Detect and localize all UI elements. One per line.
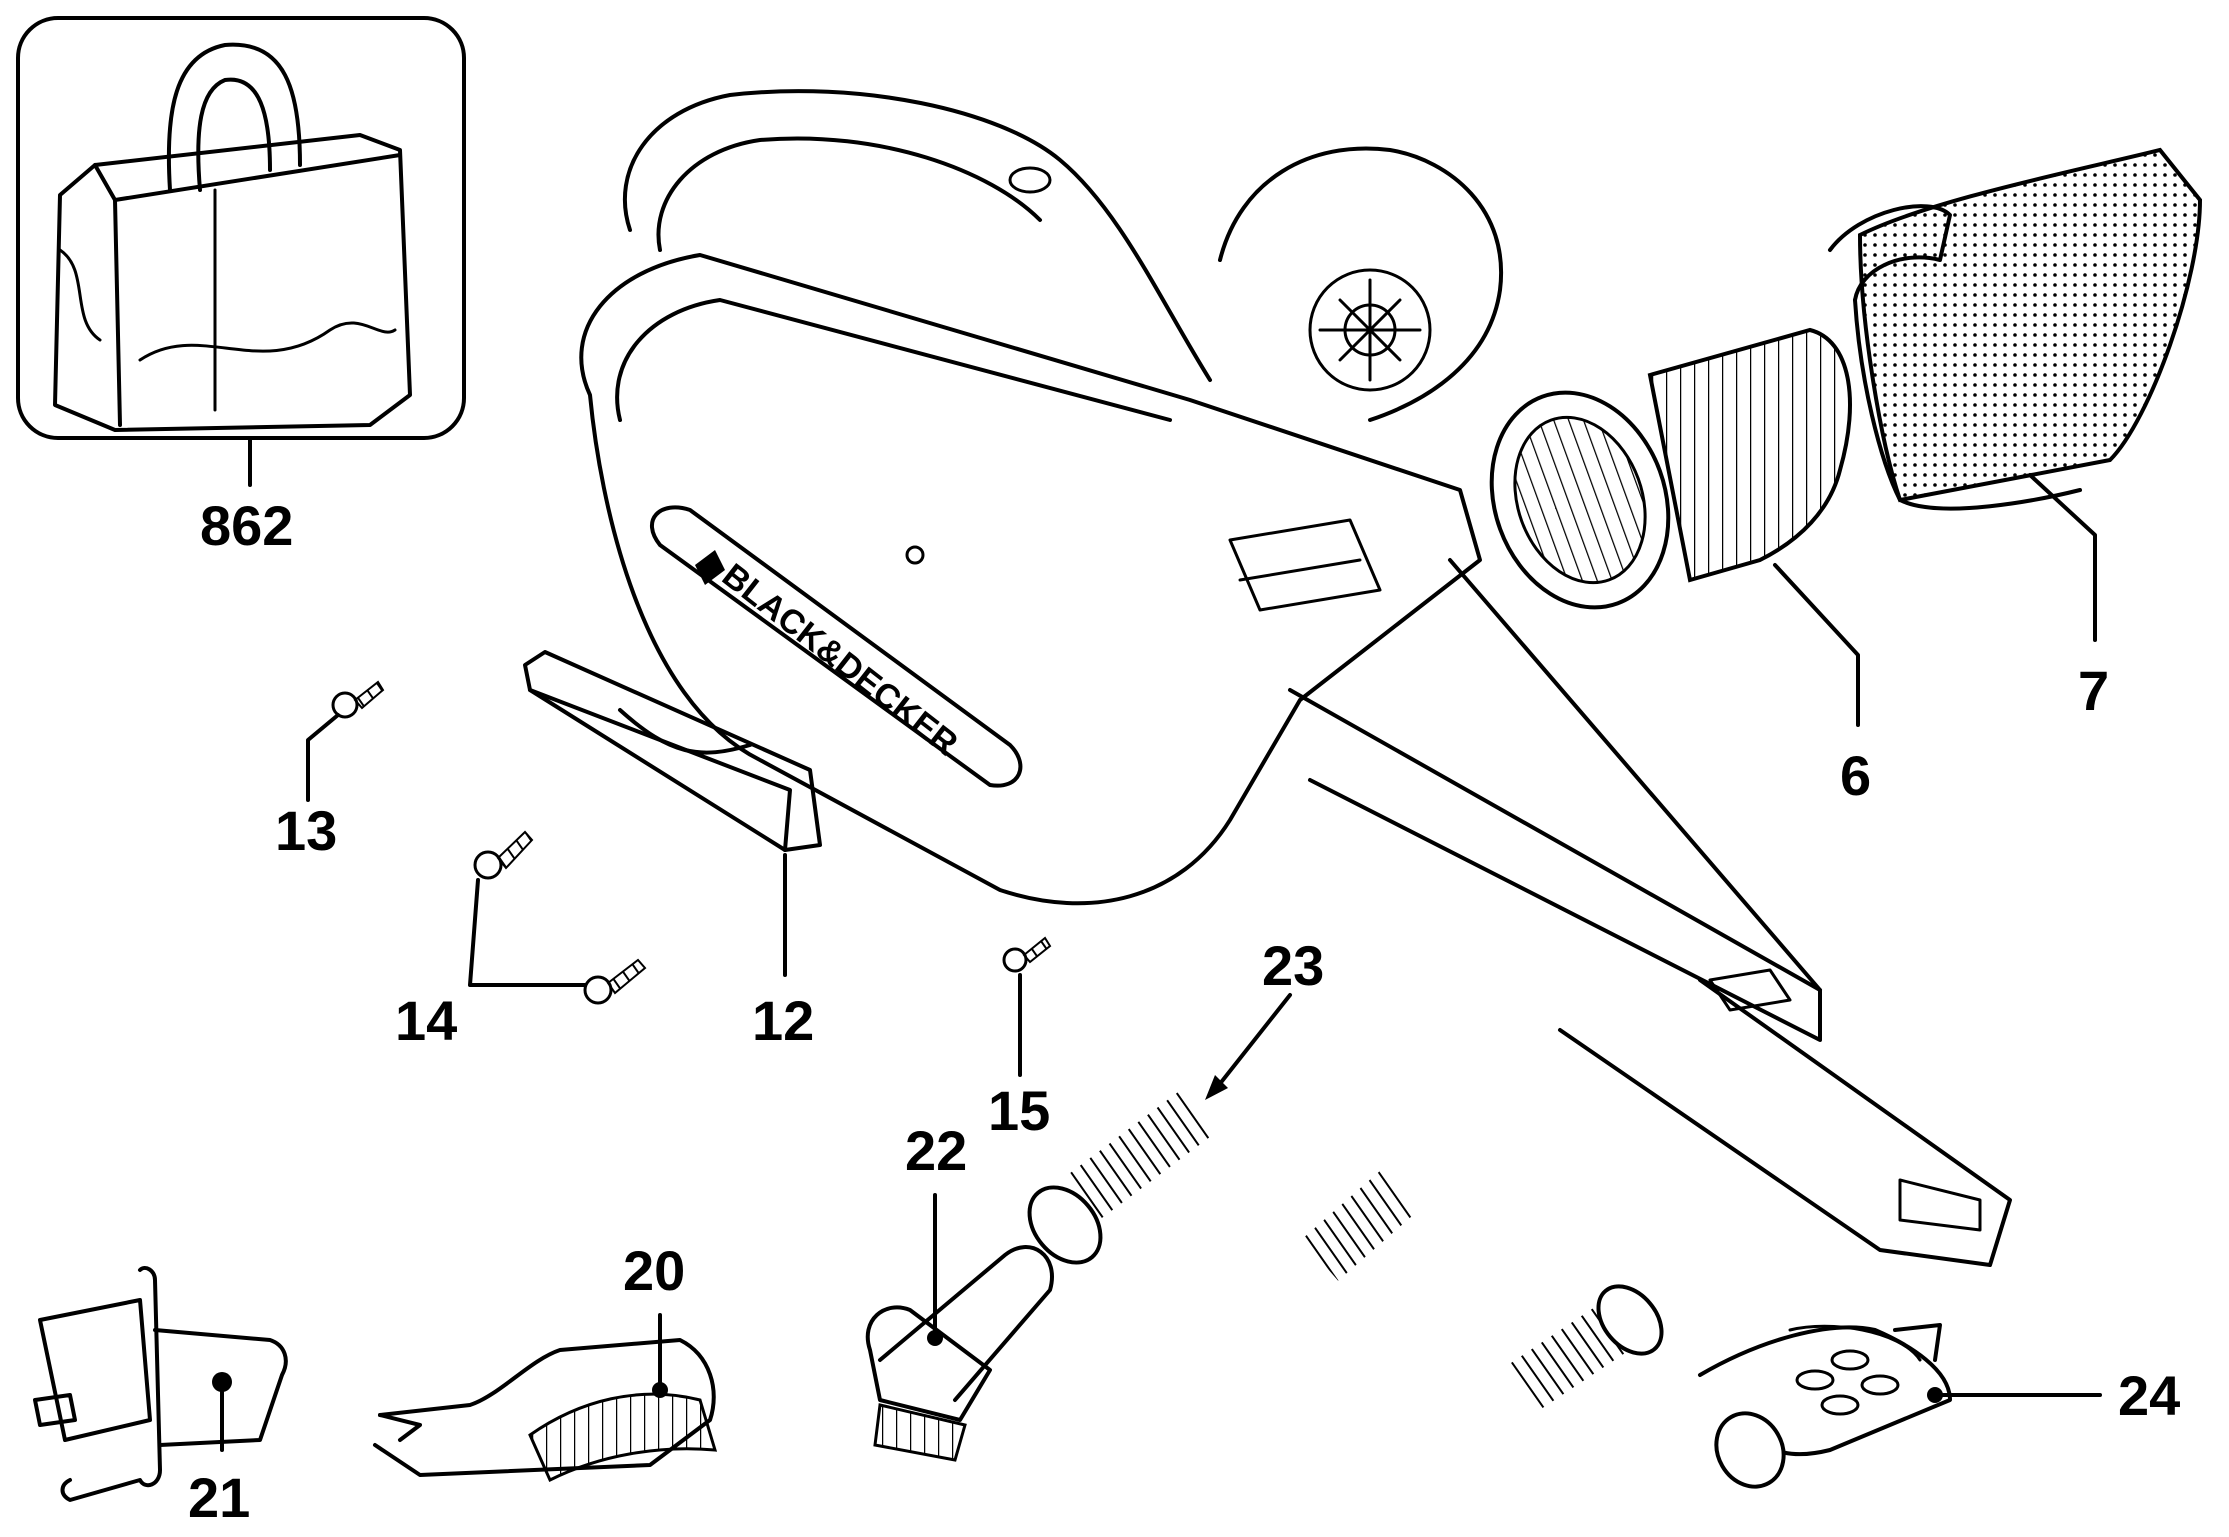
mesh-filter-icon — [1828, 147, 2203, 511]
part-label-24: 24 — [2118, 1364, 2180, 1427]
crevice-nozzle-icon — [1698, 1323, 1952, 1489]
brand-label: BLACK&DECKER — [715, 556, 965, 763]
screw-pair-icon — [473, 830, 647, 1005]
part-label-6: 6 — [1840, 744, 1871, 807]
upholstery-brush-icon — [373, 1338, 718, 1483]
part-label-21: 21 — [188, 1466, 250, 1529]
part-label-23: 23 — [1262, 934, 1324, 997]
part-label-862: 862 — [200, 494, 293, 557]
adapter-icon — [33, 1266, 288, 1502]
bracket-icon — [523, 650, 822, 852]
carry-bag-icon — [16, 16, 466, 440]
brush-nozzle-icon — [865, 1245, 1054, 1462]
flexible-hose-icon — [1027, 1038, 1664, 1537]
part-label-22: 22 — [905, 1119, 967, 1182]
pleated-filter-icon — [1489, 327, 1852, 610]
brand-logo-icon — [695, 550, 725, 585]
part-label-12: 12 — [752, 989, 814, 1052]
part-label-7: 7 — [2078, 659, 2109, 722]
part-label-15: 15 — [988, 1079, 1050, 1142]
screw-icon — [1002, 936, 1052, 973]
screw-icon — [331, 680, 385, 719]
part-label-13: 13 — [275, 799, 337, 862]
part-label-20: 20 — [623, 1239, 685, 1302]
part-label-14: 14 — [395, 989, 457, 1052]
